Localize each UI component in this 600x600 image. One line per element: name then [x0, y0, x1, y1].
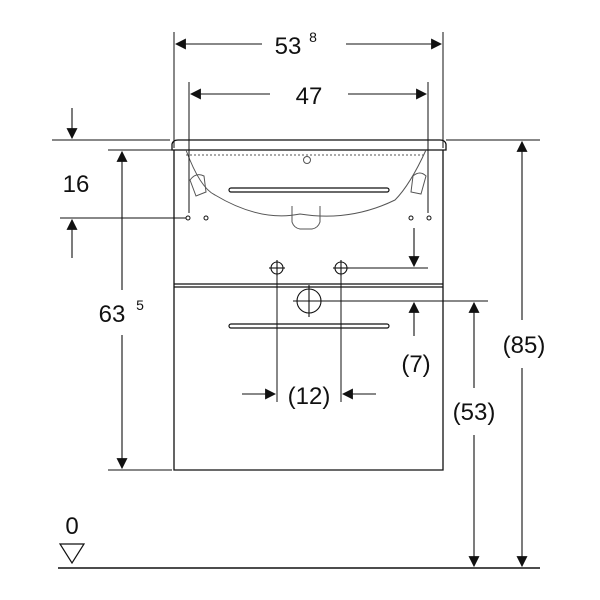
lower-drawer-handle [228, 323, 390, 329]
floor-level-triangle-icon [58, 543, 86, 565]
fixing-hole-icon [426, 215, 432, 221]
basin-siphon [291, 206, 321, 230]
handles [228, 187, 390, 329]
label-height-sup: 5 [136, 297, 144, 313]
fixing-holes [185, 215, 432, 221]
fixing-hole-icon [203, 215, 209, 221]
cabinet [171, 139, 447, 471]
label-outer-width: 53 [275, 33, 302, 60]
label-drawer-height: (53) [453, 399, 496, 426]
water-connections [269, 260, 349, 317]
tap-hole [303, 156, 311, 164]
label-overall-height: (85) [503, 332, 546, 359]
extension-lines [52, 32, 540, 569]
upper-drawer-handle [228, 187, 390, 193]
basin-bowl [185, 149, 427, 217]
label-outer-width-sup: 8 [309, 29, 317, 45]
cabinet-carcass [173, 150, 444, 471]
dimension-lines [66, 38, 528, 568]
label-inner-width: 47 [296, 83, 323, 110]
fixing-hole-icon [185, 215, 191, 221]
label-height: 63 [99, 301, 126, 328]
basin-outline [185, 149, 427, 230]
label-hole-spacing: (12) [288, 383, 331, 410]
label-floor-level: 0 [65, 513, 78, 540]
fixing-hole-icon [408, 215, 414, 221]
basin-top-slab [171, 139, 447, 151]
basin-right-wall [410, 172, 427, 195]
basin-left-wall [189, 174, 207, 197]
label-drain-offset: (7) [401, 351, 430, 378]
label-top-offset: 16 [63, 171, 90, 198]
